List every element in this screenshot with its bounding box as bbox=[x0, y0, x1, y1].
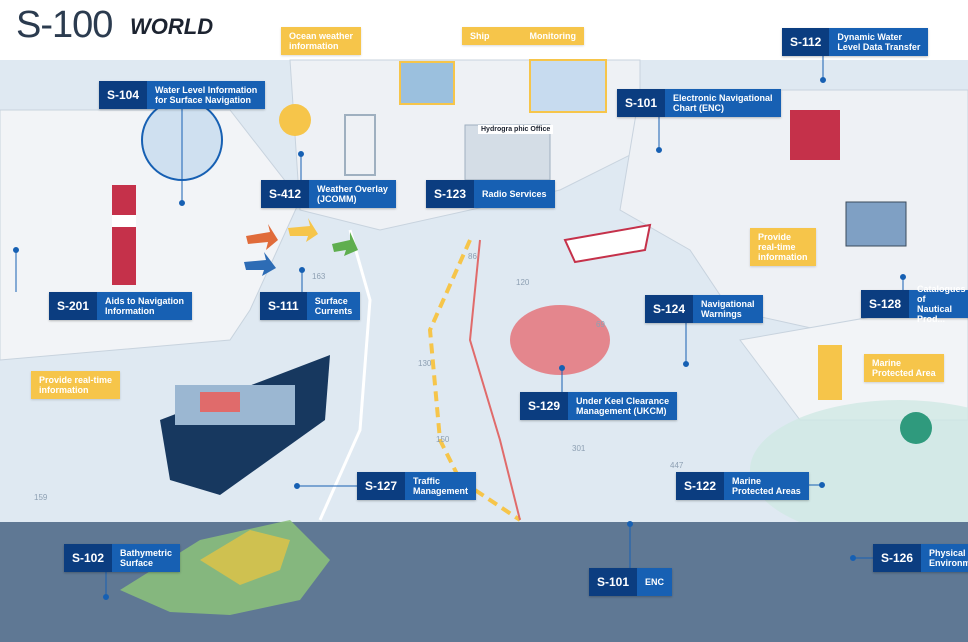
current-arrow-yellow bbox=[288, 218, 318, 242]
tag-code: S-127 bbox=[357, 472, 406, 500]
tag-label: Navigational Warnings bbox=[693, 295, 763, 323]
cargo-containers-red bbox=[200, 392, 240, 412]
title-world: WORLD bbox=[130, 14, 214, 39]
tag-s122[interactable]: S-122 Marine Protected Areas bbox=[676, 472, 809, 500]
current-arrow-red bbox=[246, 224, 278, 250]
ship-monitor-screen-1 bbox=[399, 61, 455, 105]
tag-label: Bathymetric Surface bbox=[112, 544, 181, 572]
right-land bbox=[619, 89, 968, 341]
tag-code: S-123 bbox=[426, 180, 475, 208]
tag-s104[interactable]: S-104 Water Level Information for Surfac… bbox=[99, 81, 266, 109]
tag-label: Catalogues of Nautical Prod... bbox=[909, 284, 968, 324]
water-level-station bbox=[790, 110, 840, 160]
tag-code: S-112 bbox=[782, 28, 830, 56]
patrol-vessel bbox=[563, 223, 652, 264]
tag-code: S-101 bbox=[589, 568, 638, 596]
depth-label: 69 bbox=[596, 320, 605, 329]
note-ship-monitoring: Ship Monitoring bbox=[462, 27, 584, 45]
protected-area-badge bbox=[900, 412, 932, 444]
note-provide-realtime-right: Provide real-time information bbox=[750, 228, 816, 266]
tag-s201[interactable]: S-201 Aids to Navigation Information bbox=[49, 292, 193, 320]
tag-s124[interactable]: S-124 Navigational Warnings bbox=[645, 295, 763, 323]
traffic-route-white bbox=[318, 229, 372, 521]
depth-label: 130 bbox=[418, 359, 432, 368]
buoy bbox=[818, 345, 842, 400]
tag-s112[interactable]: S-112 Dynamic Water Level Data Transfer bbox=[782, 28, 929, 56]
weather-sun bbox=[279, 104, 311, 136]
note-marine-protected-area: Marine Protected Area bbox=[864, 354, 944, 382]
tag-label: Electronic Navigational Chart (ENC) bbox=[665, 89, 781, 117]
tag-s111[interactable]: S-111 Surface Currents bbox=[260, 292, 361, 320]
tag-s129[interactable]: S-129 Under Keel Clearance Management (U… bbox=[520, 392, 678, 420]
weather-station bbox=[344, 114, 376, 176]
note-provide-realtime-left: Provide real-time information bbox=[31, 371, 121, 399]
depth-label: 86 bbox=[468, 252, 477, 261]
tag-s101-enc-chart[interactable]: S-101 Electronic Navigational Chart (ENC… bbox=[617, 89, 781, 117]
hydrographic-office-sign: Hydrogra phic Office bbox=[478, 125, 554, 134]
current-arrow-blue bbox=[244, 252, 276, 276]
tag-code: S-412 bbox=[261, 180, 310, 208]
tag-label: Surface Currents bbox=[306, 292, 361, 320]
tag-label: Aids to Navigation Information bbox=[97, 292, 193, 320]
lighthouse-stripe bbox=[112, 215, 136, 227]
tag-label: Dynamic Water Level Data Transfer bbox=[829, 28, 929, 56]
tag-s128[interactable]: S-128 Catalogues of Nautical Prod... bbox=[861, 284, 968, 324]
tag-code: S-122 bbox=[676, 472, 725, 500]
note-monitoring: Monitoring bbox=[529, 31, 577, 41]
depth-label: 163 bbox=[312, 272, 326, 281]
depth-label: 301 bbox=[572, 444, 586, 453]
title-s100: S-100 bbox=[16, 4, 113, 46]
tag-s127[interactable]: S-127 Traffic Management bbox=[357, 472, 477, 500]
current-arrow-green bbox=[332, 232, 358, 256]
tag-code: S-128 bbox=[861, 290, 910, 318]
ukc-danger-zone bbox=[510, 305, 610, 375]
tag-s126[interactable]: S-126 Physical Environme... bbox=[873, 544, 968, 572]
tag-code: S-129 bbox=[520, 392, 569, 420]
depth-label: 447 bbox=[670, 461, 684, 470]
ecdis-console bbox=[845, 201, 907, 247]
tag-label: Marine Protected Areas bbox=[724, 472, 809, 500]
depth-label: 150 bbox=[436, 435, 450, 444]
tag-s412[interactable]: S-412 Weather Overlay (JCOMM) bbox=[261, 180, 396, 208]
tag-s102[interactable]: S-102 Bathymetric Surface bbox=[64, 544, 181, 572]
tag-label: Water Level Information for Surface Navi… bbox=[147, 81, 266, 109]
tag-code: S-101 bbox=[617, 89, 666, 117]
tag-code: S-102 bbox=[64, 544, 113, 572]
lighthouse bbox=[112, 185, 136, 285]
depth-label: 120 bbox=[516, 278, 530, 287]
note-ocean-weather: Ocean weather information bbox=[281, 27, 362, 55]
tag-label: Radio Services bbox=[474, 180, 555, 208]
depth-label: 159 bbox=[34, 493, 48, 502]
tag-code: S-124 bbox=[645, 295, 694, 323]
tag-label: Under Keel Clearance Management (UKCM) bbox=[568, 392, 678, 420]
tag-code: S-201 bbox=[49, 292, 98, 320]
tag-code: S-111 bbox=[260, 292, 307, 320]
bathymetry-shallow bbox=[200, 530, 290, 585]
tag-s123[interactable]: S-123 Radio Services bbox=[426, 180, 555, 208]
ship-monitor-screen-2 bbox=[529, 59, 607, 113]
note-ship: Ship bbox=[470, 31, 490, 41]
tag-code: S-126 bbox=[873, 544, 922, 572]
tag-label: Weather Overlay (JCOMM) bbox=[309, 180, 396, 208]
traffic-route-red bbox=[468, 239, 521, 521]
tag-s101-enc[interactable]: S-101 ENC bbox=[589, 568, 673, 596]
tag-code: S-104 bbox=[99, 81, 148, 109]
traffic-route-yellow bbox=[427, 239, 522, 522]
tag-label: Traffic Management bbox=[405, 472, 477, 500]
tag-label: Physical Environme... bbox=[921, 544, 968, 572]
tag-label: ENC bbox=[637, 568, 673, 596]
